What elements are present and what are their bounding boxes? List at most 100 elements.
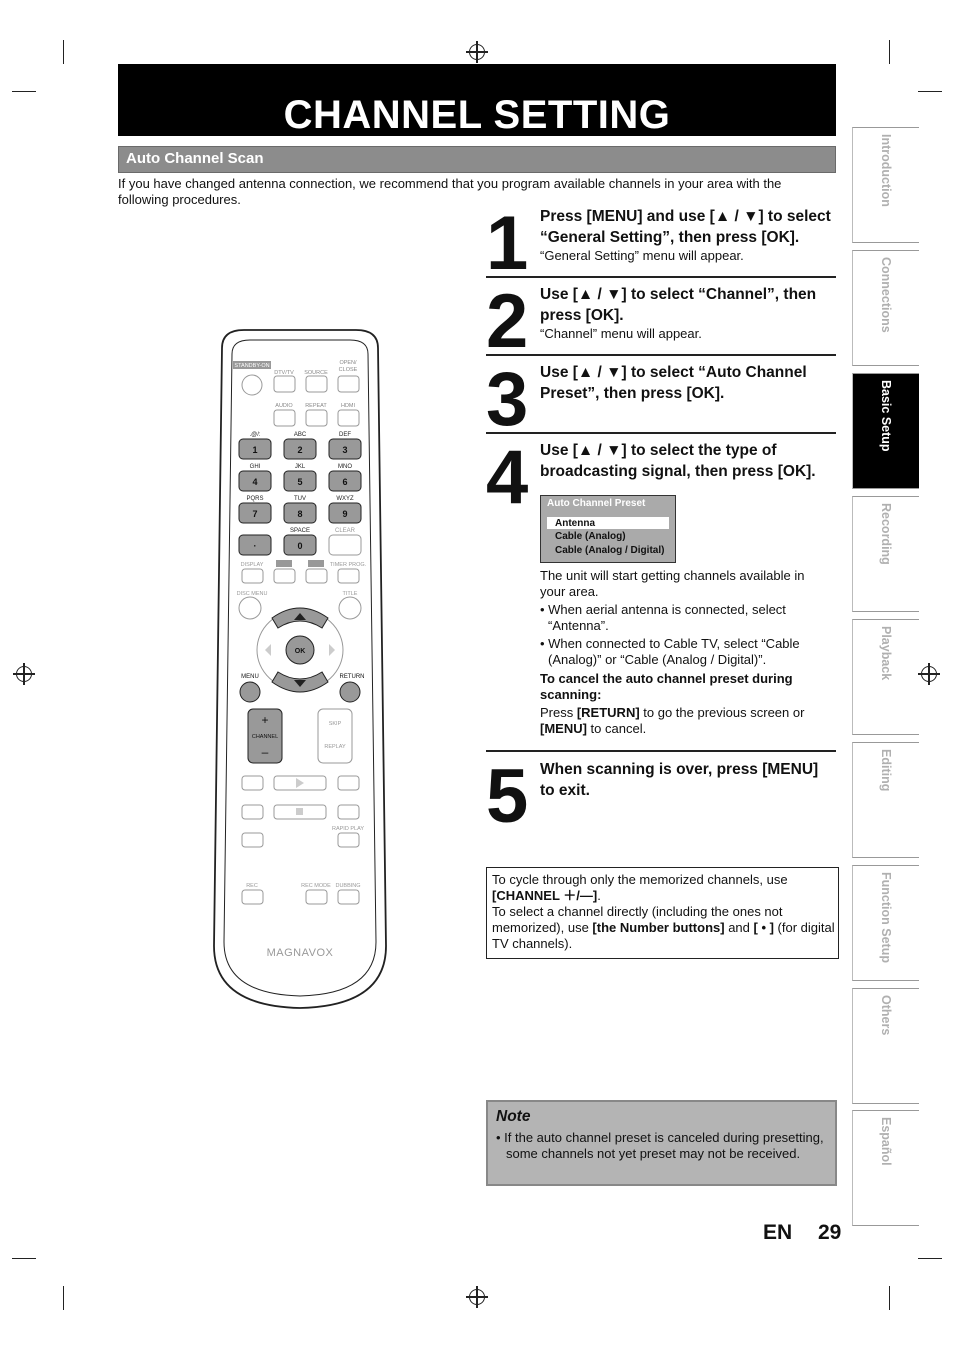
remote-label: RETURN	[340, 674, 365, 680]
step-instruction: When scanning is over, press [MENU] to e…	[540, 761, 819, 799]
text-run: To cycle through only the memorized chan…	[492, 872, 788, 887]
remote-label: STANDBY-ON	[234, 363, 269, 369]
channel-key-ref: [CHANNEL ＋/—]	[492, 888, 598, 903]
text-run: .	[597, 888, 601, 903]
remote-label: SOURCE	[304, 370, 328, 376]
step-number: 1	[486, 201, 528, 286]
crop-mark	[889, 1286, 890, 1310]
auto-channel-preset-osd: Auto Channel Preset Antenna Cable (Analo…	[540, 495, 676, 563]
crop-mark	[12, 1258, 36, 1259]
step-4-description: The unit will start getting channels ava…	[540, 568, 805, 599]
menu-key-ref: [MENU]	[540, 721, 587, 736]
tab-editing[interactable]: Editing	[852, 742, 919, 858]
tab-label: Others	[879, 995, 893, 1036]
remote-label: DISPLAY	[241, 562, 264, 568]
tab-label: Recording	[879, 503, 893, 565]
svg-text:–: –	[262, 745, 269, 759]
text-run: (for digital TV channels).	[492, 920, 835, 951]
key-letters: MNO	[338, 464, 352, 470]
key-digit: 7	[252, 509, 257, 519]
key-letters: .@/:	[249, 432, 260, 438]
cancel-heading: To cancel the auto channel preset during…	[540, 671, 793, 702]
divider	[486, 354, 836, 356]
dot-key-ref: [ • ]	[753, 920, 774, 935]
tab-espanol[interactable]: Español	[852, 1110, 919, 1226]
step-result: “General Setting” menu will appear.	[540, 248, 744, 263]
remote-label: REPEAT	[305, 403, 327, 409]
step-number: 4	[486, 435, 528, 520]
remote-label: RAPID PLAY	[332, 826, 364, 832]
tab-label: Playback	[879, 626, 893, 681]
divider	[486, 276, 836, 278]
text-run: To select a channel directly (including …	[492, 904, 783, 935]
tab-label: Connections	[879, 257, 893, 333]
key-letters: WXYZ	[336, 496, 354, 502]
tab-recording[interactable]: Recording	[852, 496, 919, 612]
crop-mark	[918, 1258, 942, 1259]
note-title: Note	[496, 1108, 531, 1125]
crop-mark	[918, 91, 942, 92]
bullet-antenna: • When aerial antenna is connected, sele…	[540, 602, 786, 633]
remote-label: REPLAY	[324, 744, 346, 750]
intro-text: If you have changed antenna connection, …	[118, 176, 782, 207]
tab-label: Introduction	[879, 134, 893, 207]
divider	[486, 750, 836, 752]
remote-label: HDMI	[341, 403, 356, 409]
step-number: 5	[486, 754, 528, 839]
remote-label: DTV/TV	[274, 370, 294, 376]
step-instruction: Use [▲ / ▼] to select the type of broadc…	[540, 442, 816, 480]
step-instruction: Use [▲ / ▼] to select “Channel”, then pr…	[540, 286, 817, 324]
step-result: “Channel” menu will appear.	[540, 326, 702, 341]
step-number: 2	[486, 279, 528, 364]
tab-connections[interactable]: Connections	[852, 250, 919, 366]
remote-label: TIMER PROG.	[330, 562, 367, 568]
tab-others[interactable]: Others	[852, 988, 919, 1104]
remote-label: AUDIO	[275, 403, 293, 409]
remote-control-illustration: STANDBY-ON DTV/TV SOURCE OPEN/ CLOSE AUD…	[213, 329, 387, 1009]
osd-highlight	[547, 517, 669, 529]
section-header: Auto Channel Scan	[118, 146, 836, 173]
text-run: and	[724, 920, 754, 935]
key-letters: SPACE	[290, 528, 310, 534]
registration-mark-icon	[13, 663, 35, 685]
text-run: to go the previous screen or	[639, 705, 805, 720]
tab-playback[interactable]: Playback	[852, 619, 919, 735]
key-digit: 3	[342, 445, 347, 455]
remote-label: REC	[246, 883, 258, 889]
key-digit: 8	[297, 509, 302, 519]
key-digit: 9	[342, 509, 347, 519]
key-letters: JKL	[295, 464, 306, 470]
ok-key-label: OK	[295, 648, 306, 655]
cancel-instructions: Press [RETURN] to go the previous screen…	[540, 705, 830, 737]
osd-option-cable-analog[interactable]: Cable (Analog)	[555, 531, 626, 542]
osd-option-cable-analog-digital[interactable]: Cable (Analog / Digital)	[555, 545, 665, 556]
crop-mark	[889, 40, 890, 64]
tab-introduction[interactable]: Introduction	[852, 127, 919, 243]
remote-label: TITLE	[343, 591, 358, 597]
note-text: • If the auto channel preset is canceled…	[496, 1130, 824, 1161]
tab-label: Español	[879, 1117, 893, 1166]
svg-text:+: +	[261, 713, 268, 727]
remote-label: CLOSE	[339, 367, 358, 373]
info-line-2: [CHANNEL ＋/—].	[492, 888, 838, 904]
step-number: 3	[486, 357, 528, 442]
key-letters: TUV	[294, 496, 306, 502]
tab-basic-setup[interactable]: Basic Setup	[852, 373, 919, 489]
key-letters: GHI	[250, 464, 261, 470]
info-line-3: To select a channel directly (including …	[492, 904, 838, 952]
key-digit: ·	[254, 541, 257, 551]
divider	[486, 432, 836, 434]
key-digit: 6	[342, 477, 347, 487]
crop-mark	[12, 91, 36, 92]
key-digit: 2	[297, 445, 302, 455]
key-letters: CLEAR	[335, 528, 356, 534]
osd-title: Auto Channel Preset	[547, 498, 646, 509]
key-digit: 0	[297, 541, 302, 551]
tab-function-setup[interactable]: Function Setup	[852, 865, 919, 981]
remote-label: DUBBING	[335, 883, 360, 889]
remote-label: MENU	[241, 674, 259, 680]
osd-option-antenna[interactable]: Antenna	[555, 518, 595, 529]
key-letters: DEF	[339, 432, 351, 438]
registration-mark-icon	[918, 663, 940, 685]
info-line-1: To cycle through only the memorized chan…	[492, 872, 838, 888]
